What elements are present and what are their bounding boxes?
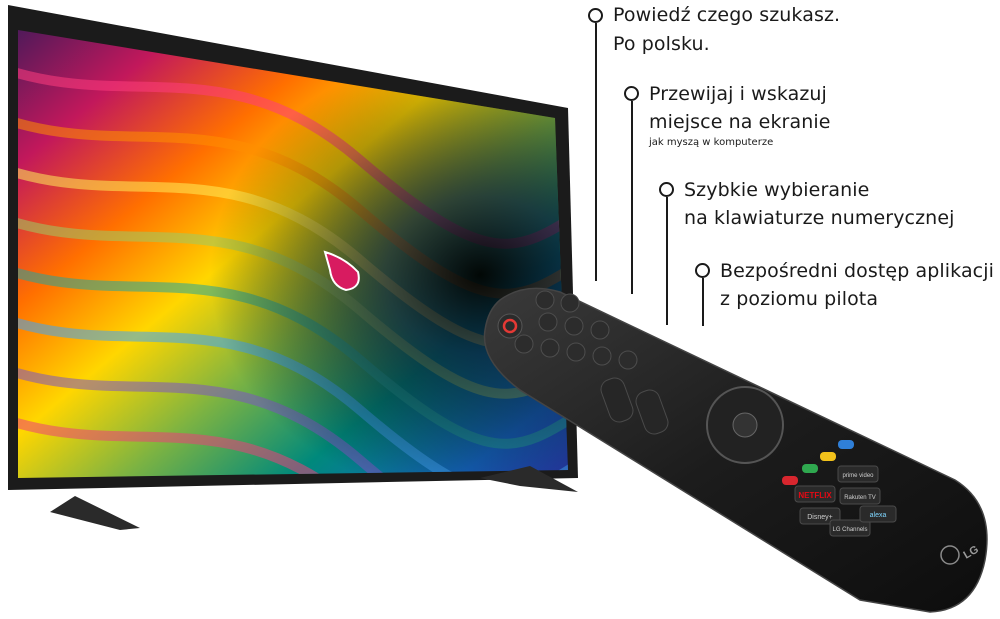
color-button [838,440,854,449]
callout-dot-icon [659,182,674,197]
callout-dot-icon [695,263,710,278]
callout-subtitle: Po polsku. [613,33,710,55]
callout-subtitle: z poziomu pilota [720,288,879,310]
pointer-cursor-icon [323,250,360,292]
color-buttons [782,440,854,485]
callout-stem [701,278,704,326]
app-buttons: NETFLIX prime video Rakuten TV Disney+ L… [794,465,897,537]
magic-remote: NETFLIX prime video Rakuten TV Disney+ L… [483,287,988,613]
callout-dot-icon [624,86,639,101]
app-button-label: Rakuten TV [844,495,876,501]
app-button-label: alexa [870,512,887,519]
app-button-label: NETFLIX [798,491,832,500]
lg-logo [940,545,960,565]
callout-subtitle: na klawiaturze numerycznej [684,207,955,229]
tv-stand-right [480,466,578,492]
callout-title: Przewijaj i wskazuj [649,83,827,105]
color-button [782,476,798,485]
tv-stand-left [50,496,140,530]
callout-note: jak myszą w komputerze [649,137,774,148]
callout-subtitle: miejsce na ekranie [649,111,831,133]
color-button [820,452,836,461]
callout-stem [630,101,633,294]
tv-screen [18,30,568,478]
callout-title: Szybkie wybieranie [684,179,870,201]
app-button-label: prime video [842,473,874,479]
color-button [802,464,818,473]
numeric-keypad [514,290,638,370]
callout-stem [665,197,668,325]
app-button-label: LG Channels [832,527,867,533]
callout-title: Bezpośredni dostęp aplikacji [720,260,994,282]
callout-title: Powiedź czego szukasz. [613,4,841,26]
callout-stem [594,23,597,281]
power-button [497,313,523,339]
callout-dot-icon [588,8,603,23]
app-button-label: Disney+ [807,514,832,521]
